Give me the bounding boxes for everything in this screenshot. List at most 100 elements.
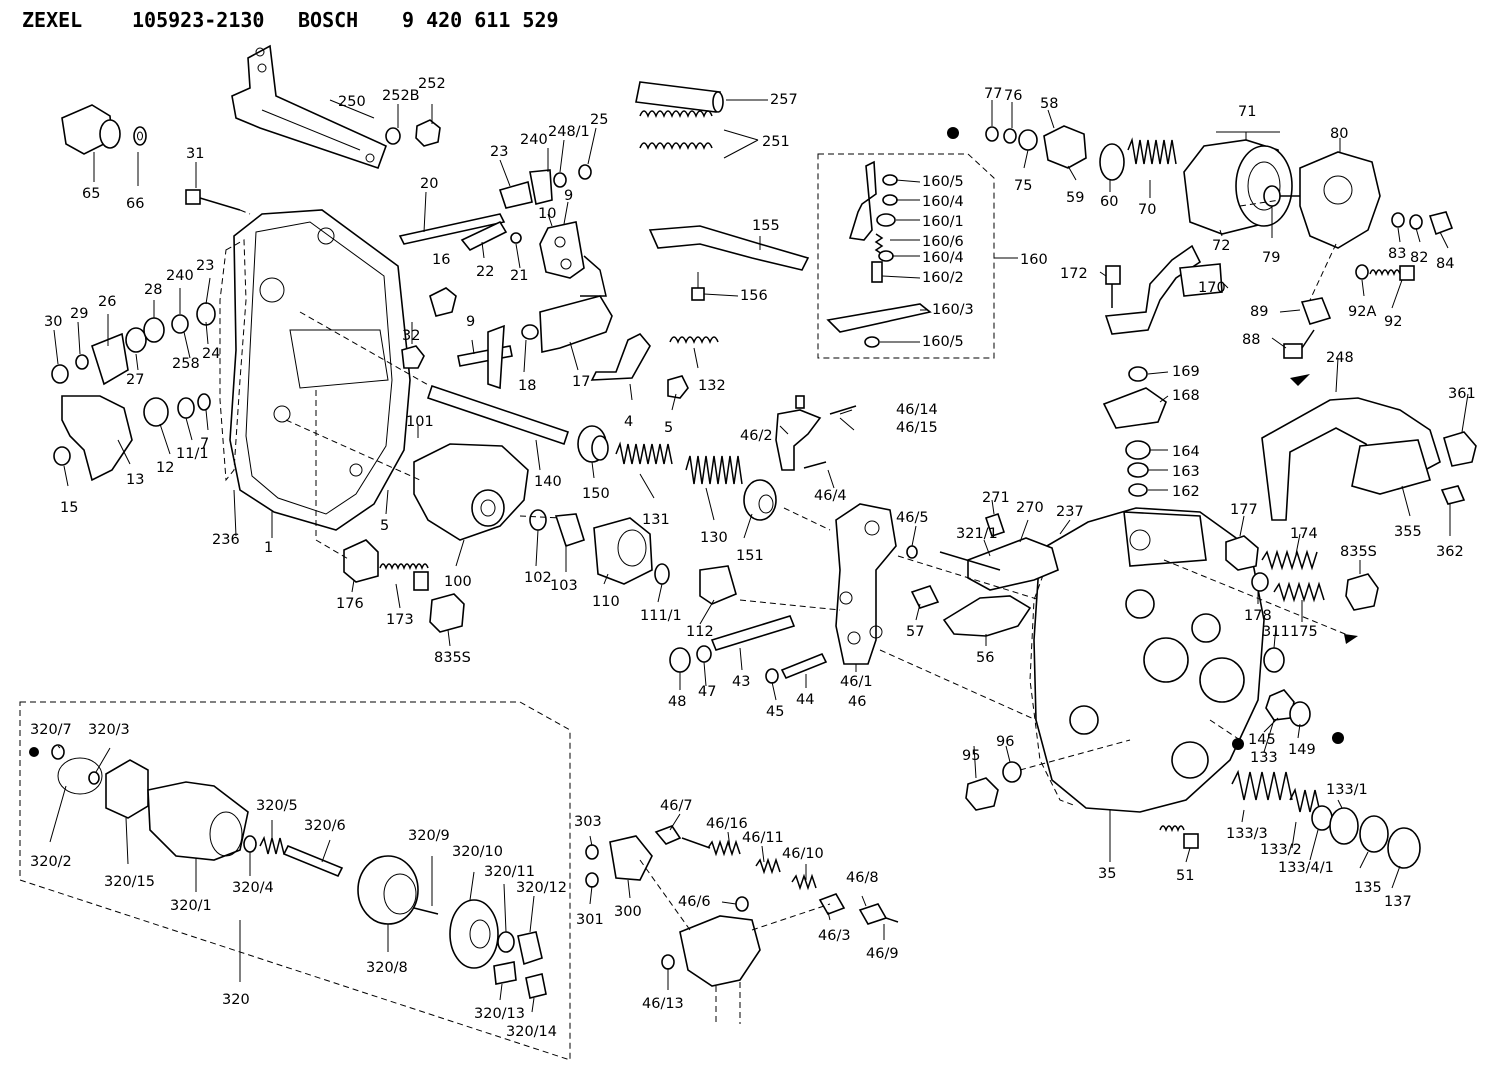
brand-bosch: BOSCH	[298, 8, 359, 32]
part-10-lever	[539, 221, 585, 279]
label-23a: 23	[490, 144, 508, 160]
part-163	[1127, 462, 1149, 478]
label-248-1: 248/1	[548, 124, 590, 140]
label-12: 12	[156, 460, 174, 476]
parts-drawing	[19, 44, 1477, 1061]
part-29	[75, 354, 89, 370]
label-5a: 5	[664, 420, 673, 436]
label-362: 362	[1436, 544, 1464, 560]
part-160-4a	[882, 194, 898, 206]
part-82	[1409, 214, 1423, 230]
label-172: 172	[1060, 266, 1088, 282]
label-320-5: 320/5	[256, 798, 298, 814]
part-11-1	[177, 397, 195, 419]
label-133: 133	[1250, 750, 1278, 766]
part-84	[1428, 211, 1454, 236]
part-110-sleeve	[593, 517, 653, 585]
label-79: 79	[1262, 250, 1280, 266]
part-46-10-spring	[791, 873, 817, 891]
part-240b	[171, 314, 189, 334]
label-240b: 240	[166, 268, 194, 284]
label-236: 236	[212, 532, 240, 548]
flow-lines	[285, 199, 1351, 931]
label-164: 164	[1172, 444, 1200, 460]
label-110: 110	[592, 594, 620, 610]
part-92-screw	[1399, 265, 1415, 281]
label-25: 25	[590, 112, 608, 128]
label-65: 65	[82, 186, 100, 202]
part-164	[1125, 440, 1151, 460]
part-835S-b	[1345, 573, 1379, 611]
label-320-2: 320/2	[30, 854, 72, 870]
part-160-5b	[864, 336, 880, 348]
part-51-screw	[1183, 833, 1199, 849]
label-320-12: 320/12	[516, 880, 567, 896]
part-320-box	[19, 701, 571, 1061]
part-135	[1359, 815, 1389, 853]
part-60-sleeve	[1099, 143, 1125, 181]
label-59: 59	[1066, 190, 1084, 206]
label-303: 303	[574, 814, 602, 830]
part-26-plate	[91, 332, 129, 386]
part-103	[554, 513, 585, 548]
label-133-3: 133/3	[1226, 826, 1268, 842]
label-271: 271	[982, 490, 1010, 506]
part-112	[699, 565, 737, 605]
label-44: 44	[796, 692, 814, 708]
label-43: 43	[732, 674, 750, 690]
label-320-9: 320/9	[408, 828, 450, 844]
label-46-5: 46/5	[896, 510, 929, 526]
label-160-3: 160/3	[932, 302, 974, 318]
part-111-1	[654, 563, 670, 585]
part-46-7	[654, 825, 682, 845]
label-84: 84	[1436, 256, 1454, 272]
label-32: 32	[402, 328, 420, 344]
part-320-14	[525, 973, 547, 999]
label-46-16: 46/16	[706, 816, 748, 832]
part-311	[1263, 647, 1285, 673]
label-46-15: 46/15	[896, 420, 938, 436]
label-240: 240	[520, 132, 548, 148]
label-92: 92	[1384, 314, 1402, 330]
part-133-2-spring	[1289, 787, 1321, 813]
part-1-pump-housing	[229, 209, 411, 531]
part-320-15-nut	[105, 759, 149, 819]
label-23b: 23	[196, 258, 214, 274]
label-361: 361	[1448, 386, 1476, 402]
label-320-13: 320/13	[474, 1006, 525, 1022]
label-80: 80	[1330, 126, 1348, 142]
label-102: 102	[524, 570, 552, 586]
part-257-sleeve	[635, 81, 721, 113]
part-355-bracket	[1351, 439, 1432, 495]
label-88: 88	[1242, 332, 1260, 348]
label-60: 60	[1100, 194, 1118, 210]
label-46-10: 46/10	[782, 846, 824, 862]
part-30	[51, 364, 69, 384]
label-163: 163	[1172, 464, 1200, 480]
label-270: 270	[1016, 500, 1044, 516]
label-26: 26	[98, 294, 116, 310]
part-32-nut	[401, 345, 425, 369]
part-271	[984, 512, 1006, 538]
part-160-2	[871, 261, 883, 283]
part-250-bracket	[231, 44, 388, 170]
part-173-bolt	[379, 563, 429, 571]
label-24: 24	[202, 346, 220, 362]
part-175-bolt	[1273, 581, 1325, 603]
label-257: 257	[770, 92, 798, 108]
label-177: 177	[1230, 502, 1258, 518]
part-174-bolt	[1261, 549, 1318, 571]
label-13: 13	[126, 472, 144, 488]
label-46-4: 46/4	[814, 488, 847, 504]
label-320-3: 320/3	[88, 722, 130, 738]
part-75	[1018, 129, 1038, 151]
label-92A: 92A	[1348, 304, 1376, 320]
label-251: 251	[762, 134, 790, 150]
part-48	[669, 647, 691, 673]
label-149: 149	[1288, 742, 1316, 758]
label-10: 10	[538, 206, 556, 222]
part-46-5	[906, 545, 918, 559]
part-96	[1002, 761, 1022, 783]
label-5b: 5	[380, 518, 389, 534]
label-133-1: 133/1	[1326, 782, 1368, 798]
